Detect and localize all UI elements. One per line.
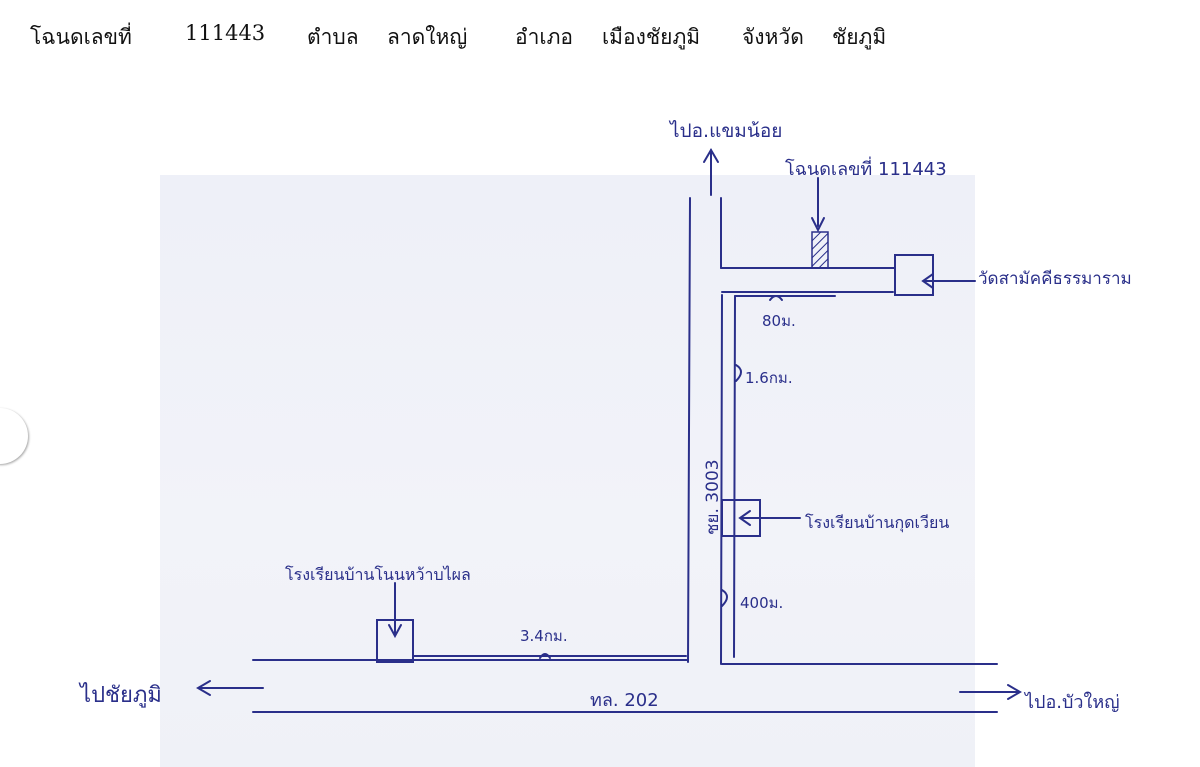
temple-box bbox=[894, 254, 934, 296]
dist-80m-label: 80ม. bbox=[762, 312, 796, 330]
subdistrict-value: ลาดใหญ่ bbox=[387, 25, 468, 49]
deed-label: โฉนดเลขที่ bbox=[30, 25, 132, 49]
district-label: อำเภอ bbox=[515, 25, 574, 49]
bracket-1-6km bbox=[735, 364, 742, 382]
bracket-80m bbox=[769, 295, 783, 301]
road-3003-label: ชย. 3003 bbox=[703, 459, 723, 535]
to-chaiyaphum-label: ไปชัยภูมิ bbox=[78, 682, 162, 708]
subdistrict-label: ตำบล bbox=[307, 25, 359, 49]
school-non-label: โรงเรียนบ้านโนนหว้าบไผล bbox=[285, 565, 471, 584]
to-khaem-noi-label: ไปอ.แขมน้อย bbox=[668, 120, 782, 142]
dist-3-4km-label: 3.4กม. bbox=[520, 627, 568, 645]
road-3003-inner-edge bbox=[733, 295, 736, 658]
road-3003-east-edge-lower bbox=[720, 294, 723, 665]
to-bua-yai-label: ไปอ.บัวใหญ่ bbox=[1023, 691, 1120, 713]
school-non-arrow-head bbox=[388, 624, 402, 639]
highway-202-label: ทล. 202 bbox=[590, 690, 659, 711]
district-value: เมืองชัยภูมิ bbox=[602, 25, 701, 49]
north-arrow-head bbox=[703, 148, 719, 163]
deed-arrow-head bbox=[811, 217, 825, 233]
province-label: จังหวัด bbox=[742, 25, 804, 49]
road-3003-west-edge bbox=[687, 197, 691, 663]
dist-1-6km-label: 1.6กม. bbox=[745, 369, 793, 387]
bracket-400m bbox=[721, 589, 728, 607]
school-kut-label: โรงเรียนบ้านกุดเวียน bbox=[805, 513, 949, 533]
east-arrow-head bbox=[1007, 684, 1022, 700]
scan-background bbox=[160, 175, 975, 767]
dist-400m-label: 400ม. bbox=[740, 594, 783, 612]
temple-arrow-head bbox=[921, 273, 934, 289]
temple-label: วัดสามัคคีธรรมาราม bbox=[978, 269, 1132, 289]
province-value: ชัยภูมิ bbox=[832, 25, 887, 49]
school-kut-arrow-head bbox=[738, 510, 751, 526]
west-arrow-head bbox=[196, 680, 211, 696]
deed-number: 111443 bbox=[185, 21, 266, 45]
deed-marker-label: โฉนดเลขที่ 111443 bbox=[785, 156, 947, 180]
deed-parcel bbox=[811, 231, 829, 269]
